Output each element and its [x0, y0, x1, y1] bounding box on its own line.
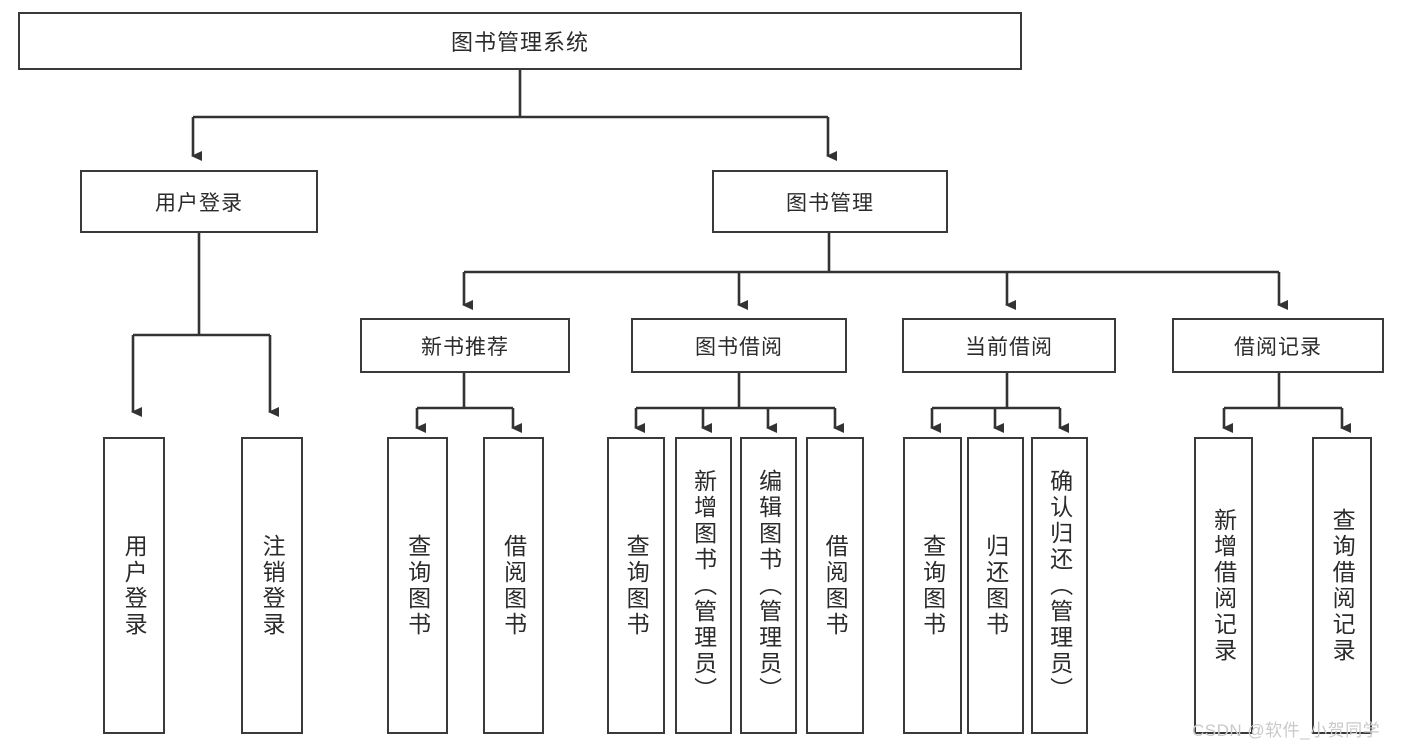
node-book-management[interactable]: 图书管理 [712, 170, 948, 233]
node-leaf-borrow-book-1-label: 借阅图书 [500, 533, 527, 638]
node-leaf-query-record-label: 查询借阅记录 [1329, 507, 1356, 664]
node-leaf-query-book-2-label: 查询图书 [623, 533, 650, 638]
node-leaf-confirm-return[interactable]: 确认归还（管理员） [1031, 437, 1088, 734]
watermark-text: CSDN @软件_小贺同学 [1192, 721, 1381, 740]
node-leaf-user-login[interactable]: 用户登录 [103, 437, 165, 734]
node-user-login[interactable]: 用户登录 [80, 170, 318, 233]
node-borrow-record[interactable]: 借阅记录 [1172, 318, 1384, 373]
node-root[interactable]: 图书管理系统 [18, 12, 1022, 70]
node-leaf-edit-book[interactable]: 编辑图书（管理员） [740, 437, 797, 734]
node-book-borrow[interactable]: 图书借阅 [631, 318, 847, 373]
node-leaf-query-book-3-label: 查询图书 [919, 533, 946, 638]
node-leaf-add-record-label: 新增借阅记录 [1210, 507, 1237, 664]
node-root-label: 图书管理系统 [450, 30, 589, 55]
node-leaf-borrow-book-1[interactable]: 借阅图书 [483, 437, 544, 734]
node-leaf-user-logout[interactable]: 注销登录 [241, 437, 303, 734]
node-book-management-label: 图书管理 [786, 191, 874, 215]
node-leaf-add-record[interactable]: 新增借阅记录 [1194, 437, 1253, 734]
node-new-book-recommend[interactable]: 新书推荐 [360, 318, 570, 373]
node-leaf-return-book-label: 归还图书 [982, 533, 1009, 638]
node-leaf-add-book-label: 新增图书（管理员） [690, 468, 717, 703]
node-leaf-query-book-3[interactable]: 查询图书 [903, 437, 962, 734]
node-leaf-query-book-1[interactable]: 查询图书 [387, 437, 448, 734]
node-leaf-confirm-return-label: 确认归还（管理员） [1046, 468, 1073, 703]
node-current-borrow[interactable]: 当前借阅 [902, 318, 1116, 373]
node-leaf-borrow-book-2[interactable]: 借阅图书 [806, 437, 864, 734]
node-leaf-query-record[interactable]: 查询借阅记录 [1312, 437, 1372, 734]
node-leaf-query-book-2[interactable]: 查询图书 [607, 437, 665, 734]
node-leaf-query-book-1-label: 查询图书 [404, 533, 431, 638]
node-leaf-user-logout-label: 注销登录 [259, 533, 286, 638]
node-user-login-label: 用户登录 [155, 191, 243, 215]
node-leaf-edit-book-label: 编辑图书（管理员） [755, 468, 782, 703]
node-leaf-return-book[interactable]: 归还图书 [967, 437, 1024, 734]
node-leaf-user-login-label: 用户登录 [121, 533, 148, 638]
node-book-borrow-label: 图书借阅 [695, 335, 783, 359]
node-leaf-borrow-book-2-label: 借阅图书 [822, 533, 849, 638]
node-leaf-add-book[interactable]: 新增图书（管理员） [675, 437, 732, 734]
node-new-book-recommend-label: 新书推荐 [421, 335, 509, 359]
node-borrow-record-label: 借阅记录 [1234, 335, 1322, 359]
node-current-borrow-label: 当前借阅 [965, 335, 1053, 359]
